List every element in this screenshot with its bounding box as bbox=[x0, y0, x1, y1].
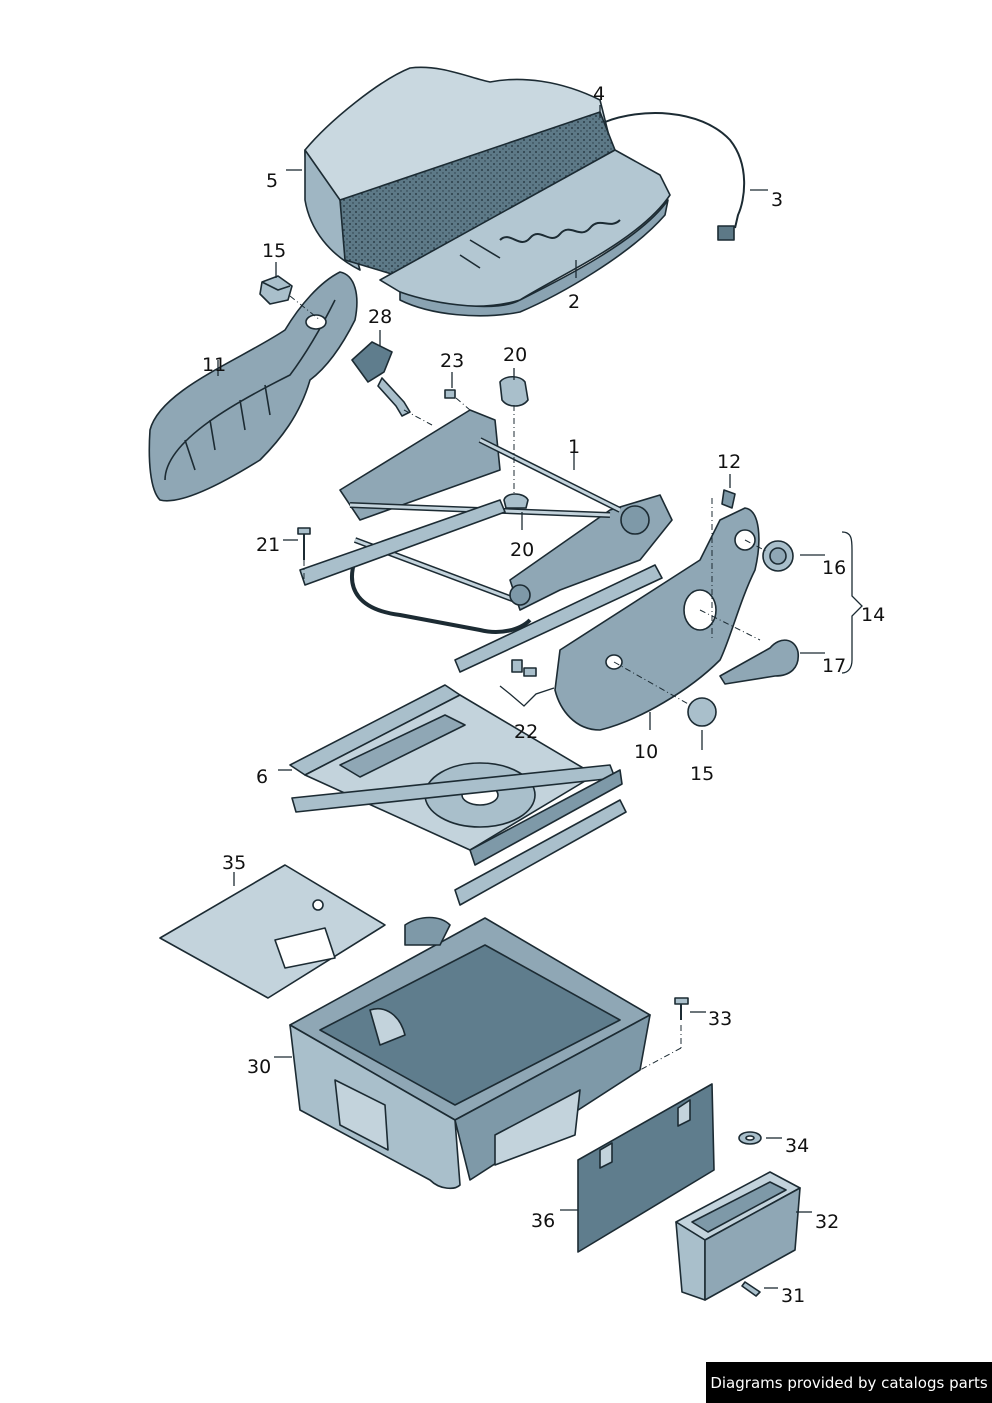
part-label-34: 34 bbox=[785, 1135, 810, 1157]
part-label-3: 3 bbox=[771, 189, 784, 211]
lower-seat-frame-part bbox=[289, 684, 627, 906]
part-label-36: 36 bbox=[531, 1210, 556, 1232]
part-label-20-lower: 20 bbox=[510, 539, 535, 561]
part-label-4: 4 bbox=[593, 83, 606, 105]
screw-part bbox=[674, 997, 689, 1020]
belt-buckle-part bbox=[351, 341, 411, 417]
part-label-23: 23 bbox=[440, 350, 465, 372]
part-label-11: 11 bbox=[202, 354, 227, 376]
side-trim-panel-part bbox=[148, 271, 358, 502]
seat-frame-part bbox=[299, 409, 673, 673]
part-label-6: 6 bbox=[256, 766, 269, 788]
side-cover-part bbox=[554, 489, 760, 731]
wiring-harness-part bbox=[604, 112, 746, 241]
part-label-31: 31 bbox=[781, 1285, 806, 1307]
knob-part-upper bbox=[259, 275, 293, 305]
part-label-10: 10 bbox=[634, 741, 659, 763]
storage-tray-part bbox=[675, 1171, 801, 1301]
part-label-2: 2 bbox=[568, 291, 581, 313]
base-box-housing-part bbox=[289, 916, 651, 1190]
credit-banner: Diagrams provided by catalogs parts bbox=[706, 1362, 992, 1403]
part-label-15-lower: 15 bbox=[690, 763, 715, 785]
adjustment-knobs-part bbox=[687, 540, 800, 727]
washer-part bbox=[738, 1131, 762, 1145]
seat-cushion-part bbox=[304, 66, 671, 317]
part-label-5: 5 bbox=[266, 170, 279, 192]
part-label-21: 21 bbox=[256, 534, 281, 556]
assembly-alignment-lines bbox=[289, 295, 769, 1071]
cover-plate-part bbox=[159, 864, 386, 999]
part-label-20-upper: 20 bbox=[503, 344, 528, 366]
access-panel-part bbox=[577, 1083, 715, 1253]
part-label-32: 32 bbox=[815, 1211, 840, 1233]
part-label-12: 12 bbox=[717, 451, 742, 473]
part-label-30: 30 bbox=[247, 1056, 272, 1078]
part-label-28: 28 bbox=[368, 306, 393, 328]
part-label-33: 33 bbox=[708, 1008, 733, 1030]
leader-lines bbox=[217, 105, 863, 1289]
part-label-14: 14 bbox=[861, 604, 886, 626]
part-label-22: 22 bbox=[514, 721, 539, 743]
part-label-15-upper: 15 bbox=[262, 240, 287, 262]
part-label-35: 35 bbox=[222, 852, 247, 874]
part-label-16: 16 bbox=[822, 557, 847, 579]
part-label-17: 17 bbox=[822, 655, 847, 677]
part-label-1: 1 bbox=[568, 436, 581, 458]
fasteners-part bbox=[297, 375, 537, 677]
small-screw-part bbox=[741, 1281, 761, 1297]
